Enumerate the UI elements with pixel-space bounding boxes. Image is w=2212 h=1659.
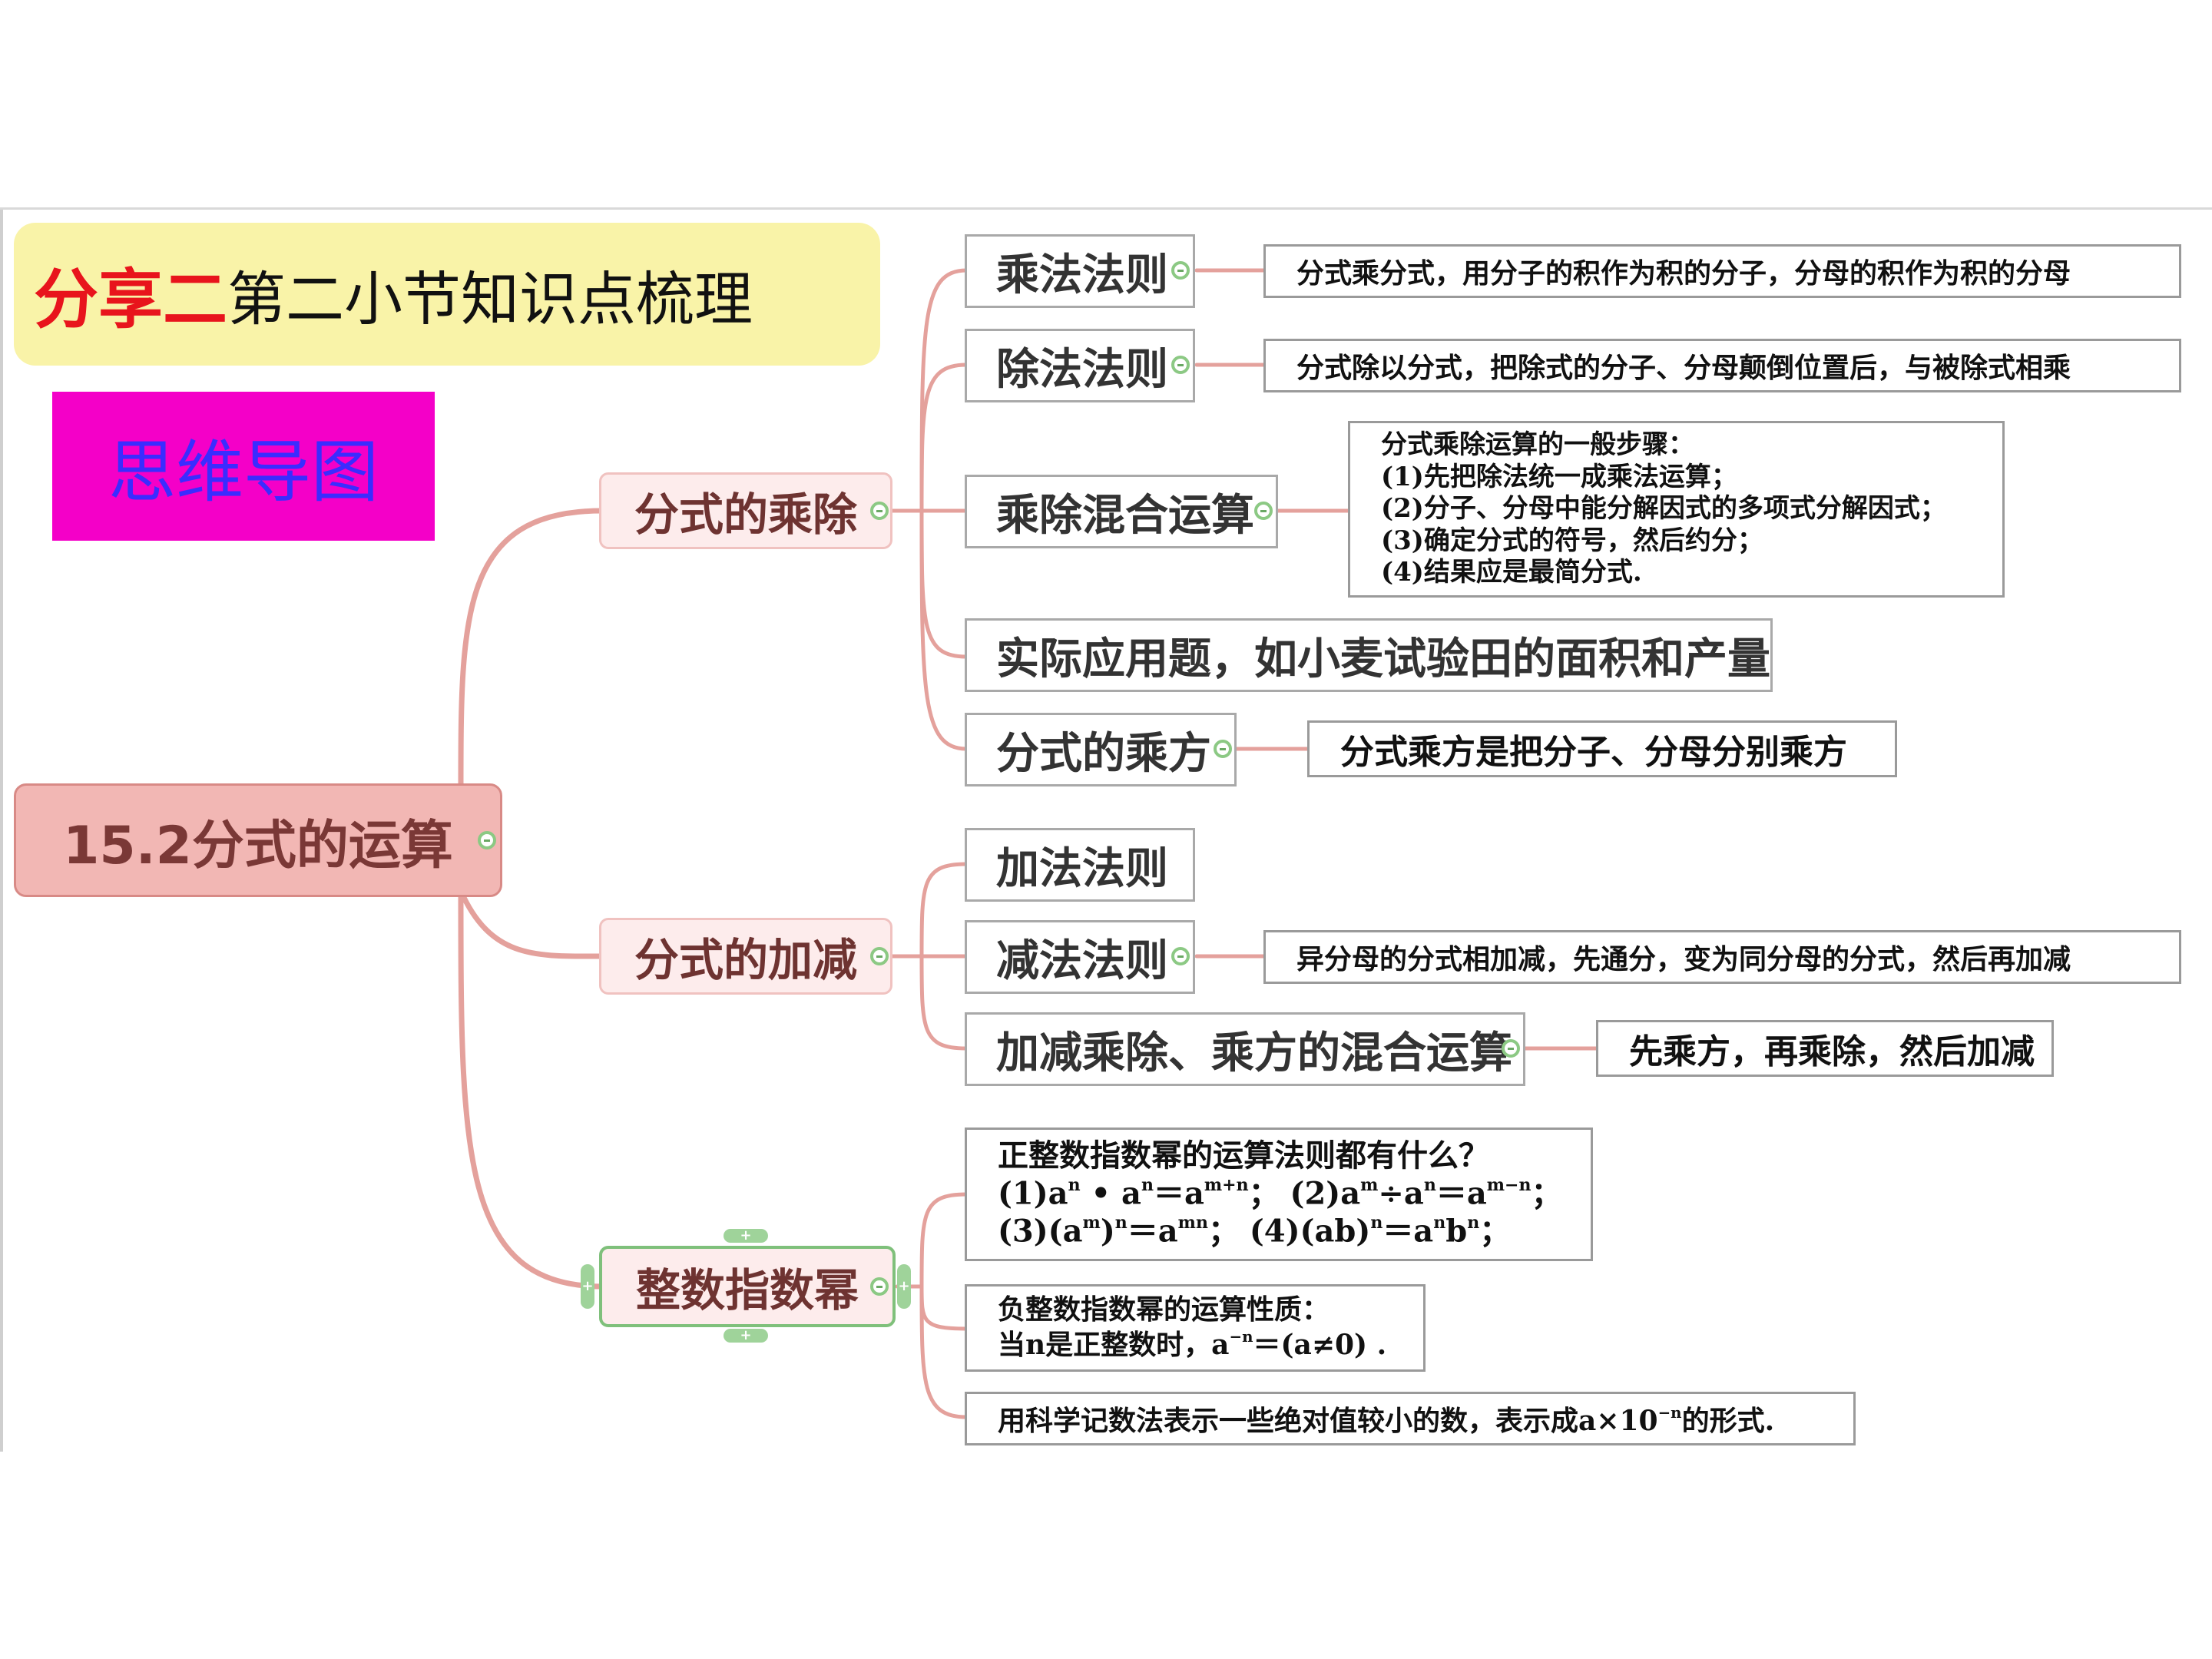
collapse-toggle-subtract-rule[interactable]	[1171, 947, 1190, 965]
collapse-toggle-branch3[interactable]	[870, 1277, 889, 1296]
note-heading: 负整数指数幂的运算性质：	[998, 1293, 1330, 1326]
note-divide-rule: 分式除以分式，把除式的分子、分母颠倒位置后，与被除式相乘	[1263, 339, 2181, 392]
note-line: (1)先把除法统一成乘法运算；	[1381, 461, 1737, 492]
sub-node-divide-rule[interactable]: 除法法则	[965, 329, 1195, 402]
root-node-label: 15.2分式的运算	[63, 815, 453, 876]
link-root-branch3	[458, 888, 605, 1290]
collapse-toggle-mixed-operations[interactable]	[1254, 502, 1273, 520]
sub-node-label: 乘法法则	[996, 250, 1168, 300]
top-divider	[0, 207, 2212, 210]
resize-handle-left[interactable]: +	[581, 1264, 594, 1309]
note-negative-exponent-property: 负整数指数幂的运算性质： 当n是正整数时，a−n＝(a≠0) .	[965, 1284, 1426, 1372]
branch-node-label: 分式的乘除	[634, 488, 857, 541]
link-root-branch2	[458, 888, 605, 959]
note-mixed-operations-steps: 分式乘除运算的一般步骤： (1)先把除法统一成乘法运算； (2)分子、分母中能分…	[1348, 421, 2005, 598]
sub-node-application-problems[interactable]: 实际应用题，如小麦试验田的面积和产量	[965, 618, 1773, 692]
title-prefix: 分享二	[34, 260, 228, 337]
note-line: (3)确定分式的符号，然后约分；	[1381, 525, 1763, 556]
collapse-toggle-combined-operations[interactable]	[1502, 1039, 1520, 1058]
sub-node-add-rule[interactable]: 加法法则	[965, 828, 1195, 902]
branch-node-multiply-divide[interactable]: 分式的乘除	[599, 472, 892, 549]
note-fraction-power: 分式乘方是把分子、分母分别乘方	[1307, 720, 1897, 777]
mind-map-label: 思维导图	[108, 432, 379, 512]
branch-node-integer-exponents[interactable]: 整数指数幂	[599, 1246, 896, 1327]
note-positive-exponent-rules: 正整数指数幂的运算法则都有什么？ (1)an • an＝am+n； (2)am÷…	[965, 1128, 1593, 1261]
note-combined-operations: 先乘方，再乘除，然后加减	[1596, 1020, 2054, 1077]
sub-node-fraction-power[interactable]: 分式的乘方	[965, 713, 1237, 786]
resize-handle-top[interactable]: +	[724, 1229, 768, 1243]
branch-node-label: 分式的加减	[634, 934, 857, 986]
note-formula-line-1: (1)an • an＝am+n； (2)am÷an＝am−n；	[998, 1175, 1562, 1212]
collapse-toggle-fraction-power[interactable]	[1214, 740, 1232, 758]
note-line: (4)结果应是最简分式.	[1381, 557, 1642, 588]
sub-node-multiply-rule[interactable]: 乘法法则	[965, 234, 1195, 308]
note-formula-line: 当n是正整数时，a−n＝(a≠0) .	[998, 1327, 1387, 1361]
link-root-branch1	[458, 508, 605, 794]
note-heading: 正整数指数幂的运算法则都有什么？	[998, 1137, 1489, 1174]
note-line: (2)分子、分母中能分解因式的多项式分解因式；	[1381, 493, 1946, 525]
note-formula-line-2: (3)(am)n＝amn； (4)(ab)n＝anbn；	[998, 1213, 1511, 1250]
sub-node-label: 减法法则	[996, 935, 1168, 986]
note-multiply-rule: 分式乘分式，用分子的积作为积的分子，分母的积作为积的分母	[1263, 244, 2181, 298]
collapse-toggle-branch2[interactable]	[870, 947, 889, 965]
branch-node-add-subtract[interactable]: 分式的加减	[599, 918, 892, 995]
left-divider	[0, 210, 3, 1452]
sub-node-label: 分式的乘方	[996, 728, 1211, 779]
note-text: 分式乘分式，用分子的积作为积的分子，分母的积作为积的分母	[1296, 257, 2071, 290]
root-node[interactable]: 15.2分式的运算	[14, 783, 502, 897]
sub-node-label: 乘除混合运算	[996, 490, 1254, 541]
sub-node-label: 实际应用题，如小麦试验田的面积和产量	[996, 634, 1770, 684]
page-title: 分享二 第二小节知识点梳理	[14, 223, 880, 366]
note-scientific-notation: 用科学记数法表示一些绝对值较小的数，表示成a×10−n的形式.	[965, 1392, 1856, 1445]
sub-node-label: 加法法则	[996, 843, 1168, 894]
collapse-toggle-multiply-rule[interactable]	[1171, 261, 1190, 280]
mind-map-label-box: 思维导图	[52, 392, 435, 541]
sub-node-label: 加减乘除、乘方的混合运算	[996, 1028, 1512, 1078]
note-text: 先乘方，再乘除，然后加减	[1629, 1032, 2035, 1071]
note-text: 异分母的分式相加减，先通分，变为同分母的分式，然后再加减	[1296, 943, 2071, 975]
note-subtract-rule: 异分母的分式相加减，先通分，变为同分母的分式，然后再加减	[1263, 930, 2181, 984]
branch-node-label: 整数指数幂	[635, 1264, 859, 1316]
sub-node-combined-operations[interactable]: 加减乘除、乘方的混合运算	[965, 1012, 1525, 1086]
note-text: 用科学记数法表示一些绝对值较小的数，表示成a×10−n的形式.	[998, 1403, 1775, 1437]
resize-handle-bottom[interactable]: +	[724, 1329, 768, 1343]
collapse-toggle-root[interactable]	[478, 831, 496, 849]
note-line: 分式乘除运算的一般步骤：	[1381, 429, 1694, 461]
collapse-toggle-branch1[interactable]	[870, 502, 889, 520]
note-text: 分式乘方是把分子、分母分别乘方	[1340, 733, 1847, 772]
title-text: 第二小节知识点梳理	[227, 265, 753, 333]
note-text: 分式除以分式，把除式的分子、分母颠倒位置后，与被除式相乘	[1296, 352, 2071, 384]
sub-node-subtract-rule[interactable]: 减法法则	[965, 920, 1195, 994]
resize-handle-right[interactable]: +	[897, 1264, 911, 1309]
collapse-toggle-divide-rule[interactable]	[1171, 356, 1190, 374]
sub-node-label: 除法法则	[996, 344, 1168, 395]
sub-node-mixed-operations[interactable]: 乘除混合运算	[965, 475, 1278, 548]
